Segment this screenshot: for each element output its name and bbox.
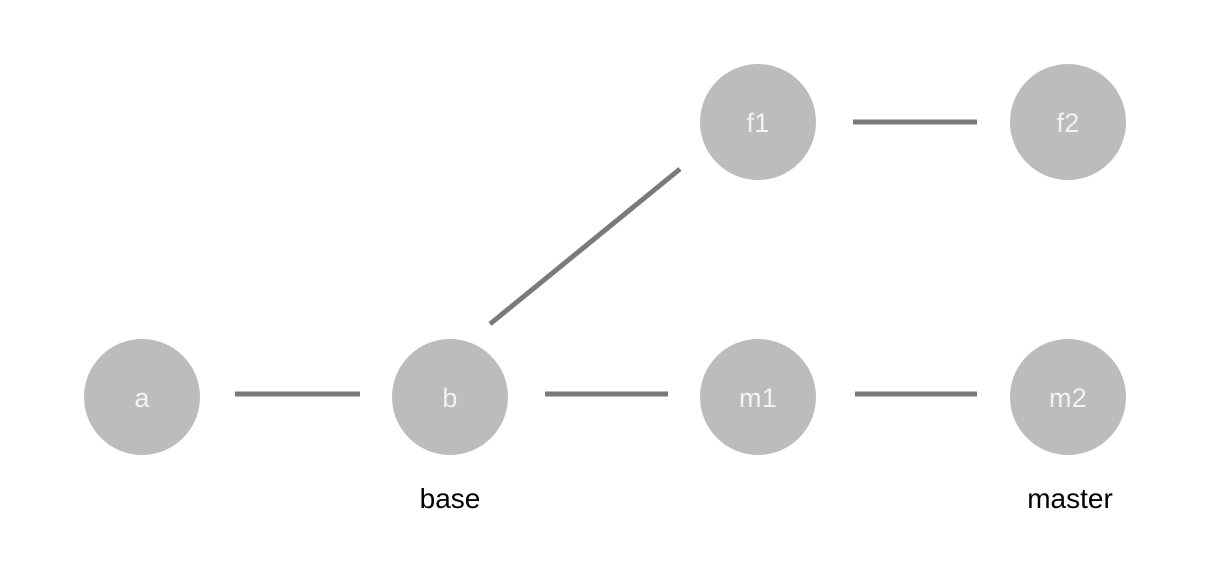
- commit-node-f1[interactable]: f1: [700, 64, 816, 180]
- commit-node-a[interactable]: a: [84, 339, 200, 455]
- commit-node-m1[interactable]: m1: [700, 339, 816, 455]
- commit-circle-m2[interactable]: [1010, 339, 1126, 455]
- edge-layer: [235, 119, 977, 397]
- commit-node-b[interactable]: b: [392, 339, 508, 455]
- commit-circle-f2[interactable]: [1010, 64, 1126, 180]
- commit-circle-a[interactable]: [84, 339, 200, 455]
- edge-b-f1: [488, 167, 682, 326]
- commit-label-m1: m1: [739, 383, 777, 413]
- commit-label-f1: f1: [747, 108, 770, 138]
- commit-node-f2[interactable]: f2: [1010, 64, 1126, 180]
- commit-label-m2: m2: [1049, 383, 1087, 413]
- commit-label-f2: f2: [1057, 108, 1080, 138]
- commit-label-a: a: [134, 383, 150, 413]
- commit-circle-b[interactable]: [392, 339, 508, 455]
- node-layer: a b m1 m2 f1 f2: [84, 64, 1126, 455]
- commit-label-b: b: [442, 383, 457, 413]
- commit-node-m2[interactable]: m2: [1010, 339, 1126, 455]
- branch-label-base: base: [420, 483, 481, 514]
- commit-circle-f1[interactable]: [700, 64, 816, 180]
- branch-label-master: master: [1027, 483, 1113, 514]
- commit-circle-m1[interactable]: [700, 339, 816, 455]
- branch-label-layer: base master: [420, 483, 1113, 514]
